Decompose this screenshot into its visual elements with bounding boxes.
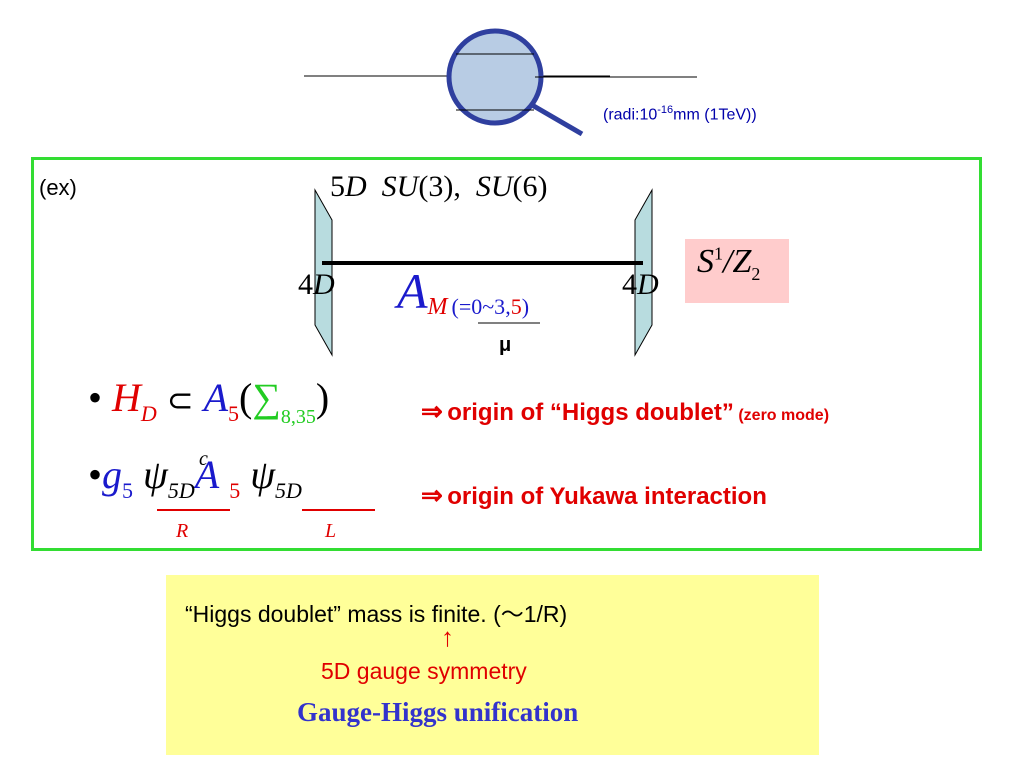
summary-line1: “Higgs doublet” mass is finite. (～1/R) (185, 601, 568, 627)
summary-line2: 5D gauge symmetry (321, 658, 527, 684)
field-sub-M: M (427, 294, 448, 320)
example-box (31, 157, 982, 551)
field-A: A (397, 263, 428, 319)
brane-right-label: 4D (622, 268, 659, 301)
radius-label-start: (radi:10 (603, 106, 658, 124)
gauge-field: AM (=0~3,5) (397, 262, 529, 320)
summary-line3: Gauge-Higgs unification (297, 697, 579, 727)
left-brane (314, 188, 333, 357)
model-title: 5D SU(3), SU(6) (330, 170, 548, 203)
bullet1-explanation: ⇒ origin of “Higgs doublet” (zero mode) (421, 396, 830, 426)
orbifold-label: S1/Z2 (697, 243, 761, 284)
radius-exponent: -16 (657, 104, 674, 116)
bullet1-A: A (203, 375, 229, 420)
bullet2-psi1: ψ (143, 452, 168, 497)
magnifier-handle (530, 102, 584, 137)
axis-line-right-extension (535, 76, 697, 78)
bullet2-explanation: ⇒ origin of Yukawa interaction (421, 480, 767, 510)
up-arrow-icon: ↑ (441, 622, 454, 652)
bullet2-psi2: ψ (250, 452, 276, 497)
example-label: (ex) (39, 175, 77, 200)
brane-left-label: 4D (298, 268, 335, 301)
bullet1-H: H (112, 375, 141, 420)
right-brane (634, 188, 653, 357)
radius-label: (radi:10-16mm (1TeV)) (603, 104, 757, 124)
orbifold-box (685, 239, 789, 303)
bullet1-sigma: ∑ (252, 375, 281, 420)
magnifier-diagram (304, 28, 610, 137)
magnifier-lens-icon (446, 28, 544, 126)
bullet2-psi1-sup: c (199, 448, 208, 470)
label-L: L (325, 520, 337, 542)
bullet2-g: g (102, 452, 123, 497)
radius-label-end: mm (1TeV)) (673, 106, 757, 124)
brane-bulk-diagram (314, 188, 653, 357)
summary-box (166, 575, 819, 755)
bullet1-formula: • HD ⊂ A5(∑8,35) (88, 375, 330, 428)
bullet2-formula: •g5 ψ5DA 5 ψ5D (88, 452, 302, 503)
label-R: R (176, 520, 189, 542)
mu-label: μ (499, 334, 512, 356)
bullet1-subset: ⊂ (166, 382, 194, 418)
title-su3: SU (381, 170, 419, 203)
chirality-underlines (157, 509, 375, 511)
title-su6: SU (475, 170, 513, 203)
bullet1-dot: • (88, 375, 103, 420)
field-index: (=0~3,5) (451, 294, 530, 319)
bullet2-A: A (194, 452, 220, 497)
title-5d: 5D (330, 170, 367, 203)
bullet2-dot: • (88, 452, 103, 497)
